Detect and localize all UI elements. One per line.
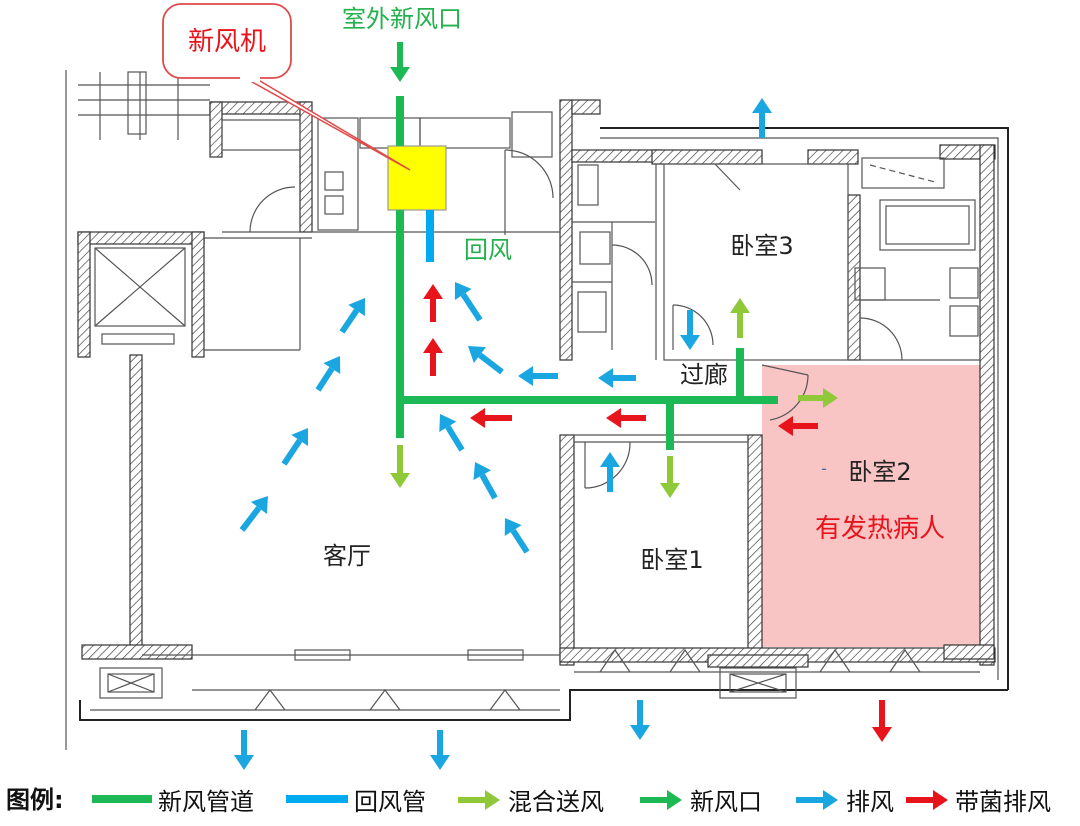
exhaust-arrow-living-1 (239, 496, 268, 532)
exhaust-arrow-living-4 (339, 298, 365, 334)
interior-lines (79, 111, 1009, 721)
legend-title: 图例: (6, 786, 64, 814)
exhaust-arrow-outside-living-1 (234, 730, 254, 770)
legend-return-duct: 回风管 (354, 788, 426, 816)
exhaust-arrow-living-3 (315, 356, 341, 392)
fresh-air-unit (387, 145, 447, 211)
exhaust-arrow-return-5 (454, 282, 483, 322)
walls (77, 99, 996, 668)
germ-exhaust-arrow-return-1 (423, 284, 443, 322)
fresh-air-ducts (396, 96, 778, 450)
exhaust-arrow-return-1 (504, 518, 530, 554)
legend-arrow-swatches (458, 790, 948, 810)
airflow-arrows (234, 42, 892, 770)
exhaust-arrow-outside-top (752, 98, 772, 138)
legend-fresh-duct: 新风管道 (158, 788, 254, 816)
bedroom1-label: 卧室1 (640, 546, 703, 574)
exhaust-arrow-corridor-1 (518, 366, 558, 386)
exhaust-arrow-outside-living-2 (430, 730, 450, 770)
patient-room-fill (762, 365, 980, 647)
outdoor-inlet-label: 室外新风口 (342, 5, 462, 33)
bedroom2-dash: - (821, 459, 827, 478)
germ-exhaust-arrow-return-2 (423, 338, 443, 376)
mixed-supply-arrow-bedroom2 (798, 388, 838, 408)
exhaust-arrow-bedroom3 (680, 310, 700, 350)
legend-fresh-inlet: 新风口 (690, 788, 762, 816)
stair-detail (65, 70, 210, 750)
mixed-supply-arrow-bedroom3 (730, 298, 750, 338)
legend-germ-exhaust-swatch (906, 790, 948, 810)
corridor-label: 过廊 (680, 361, 728, 389)
outdoor-inlet-arrow (390, 42, 410, 82)
legend-exhaust: 排风 (846, 788, 894, 816)
exhaust-arrow-living-2 (281, 428, 308, 466)
exhaust-arrow-corridor-2 (598, 368, 636, 388)
bedroom2-label: 卧室2 (848, 458, 911, 486)
exhaust-arrow-return-3 (439, 414, 465, 452)
bedroom3-label: 卧室3 (730, 232, 793, 260)
legend-exhaust-swatch (796, 790, 838, 810)
germ-exhaust-arrow-bedroom2 (778, 416, 818, 436)
legend-fresh-inlet-swatch (640, 790, 682, 810)
return-air-label: 回风 (464, 236, 512, 264)
legend: 图例: 新风管道 回风管 混合送风 新风口 排风 带菌排风 (6, 786, 1051, 816)
callout-label: 新风机 (188, 27, 266, 57)
legend-mixed-supply: 混合送风 (508, 788, 604, 816)
exhaust-arrow-return-2 (473, 462, 498, 500)
callout: 新风机 (162, 3, 411, 171)
legend-germ-exhaust: 带菌排风 (955, 788, 1051, 816)
exhaust-arrow-outside-bedroom1 (630, 700, 650, 740)
exhaust-arrow-return-4 (468, 346, 504, 375)
mixed-supply-arrow-bedroom1 (660, 456, 680, 498)
mixed-supply-arrow-living (390, 445, 410, 488)
living-room-label: 客厅 (323, 542, 371, 570)
germ-exhaust-arrow-corridor-1 (470, 408, 512, 428)
exhaust-arrow-bedroom1 (600, 452, 620, 492)
germ-exhaust-arrow-corridor-2 (606, 408, 646, 428)
legend-mixed-supply-swatch (458, 790, 500, 810)
patient-label: 有发热病人 (815, 514, 945, 544)
germ-exhaust-arrow-outside-bedroom2 (872, 700, 892, 742)
